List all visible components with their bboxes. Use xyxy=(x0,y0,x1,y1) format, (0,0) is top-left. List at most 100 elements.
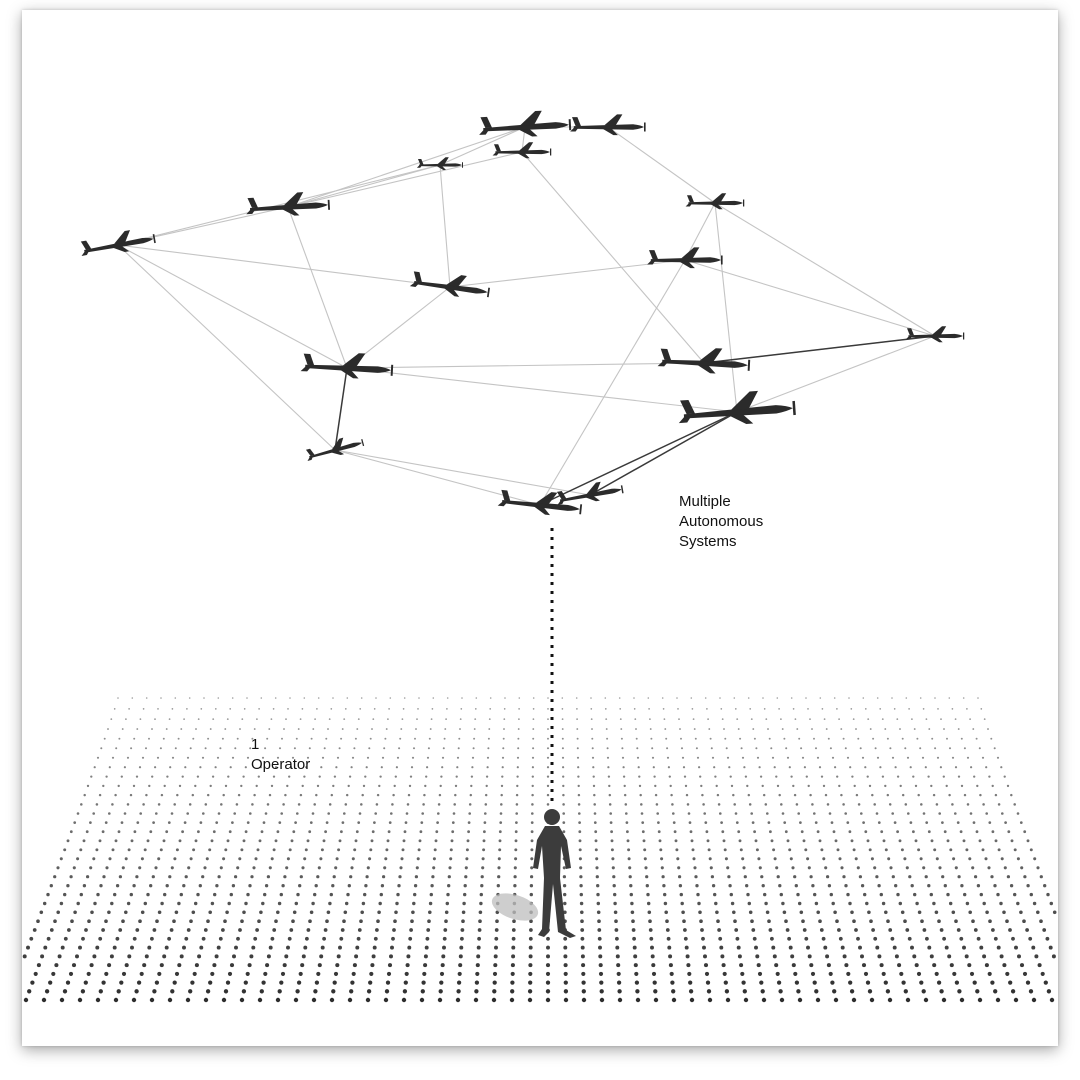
ground-dot xyxy=(752,728,754,730)
ground-dot xyxy=(795,718,797,720)
ground-dot xyxy=(682,919,686,923)
ground-dot xyxy=(464,875,467,878)
ground-dot xyxy=(546,954,550,958)
ground-dot xyxy=(788,848,791,851)
ground-dot xyxy=(189,697,191,699)
ground-dot xyxy=(597,919,601,923)
ground-dot xyxy=(911,718,913,720)
ground-dot xyxy=(577,775,579,777)
ground-dot xyxy=(823,785,825,787)
fixed-wing-drone-icon xyxy=(300,350,393,380)
ground-dot xyxy=(564,998,568,1002)
ground-dot xyxy=(619,697,621,699)
ground-dot xyxy=(313,893,316,896)
ground-dot xyxy=(806,946,810,950)
ground-dot xyxy=(1046,893,1049,896)
ground-dot xyxy=(767,728,769,730)
ground-dot xyxy=(941,875,944,878)
ground-dot xyxy=(494,946,498,950)
ground-dot xyxy=(99,839,102,842)
ground-dot xyxy=(155,812,158,815)
ground-dot xyxy=(970,766,972,768)
ground-dot xyxy=(411,911,415,915)
ground-dot xyxy=(532,738,534,740)
ground-dot xyxy=(811,972,815,976)
ground-dot xyxy=(657,821,660,824)
ground-dot xyxy=(735,812,738,815)
ground-dot xyxy=(36,919,40,923)
ground-dot xyxy=(531,803,534,806)
ground-dot xyxy=(327,812,330,815)
ground-dot xyxy=(367,989,371,993)
ground-dot xyxy=(609,794,611,796)
ground-dot xyxy=(915,839,918,842)
ground-dot xyxy=(171,812,174,815)
ground-dot xyxy=(577,747,579,749)
ground-dot xyxy=(124,911,128,915)
ground-dot xyxy=(1010,884,1013,887)
ground-dot xyxy=(224,848,227,851)
ground-dot xyxy=(359,919,363,923)
tether-dot xyxy=(551,645,554,648)
ground-dot xyxy=(118,830,121,833)
ground-dot xyxy=(850,708,852,710)
ground-dot xyxy=(787,839,790,842)
ground-dot xyxy=(397,884,400,887)
ground-dot xyxy=(830,747,832,749)
ground-dot xyxy=(456,998,460,1002)
tether-dot xyxy=(551,609,554,612)
ground-dot xyxy=(578,794,580,796)
ground-dot xyxy=(215,954,219,958)
ground-dot xyxy=(498,848,501,851)
ground-dot xyxy=(254,728,256,730)
ground-dot xyxy=(942,998,946,1002)
network-link-primary xyxy=(335,368,347,450)
ground-dot xyxy=(605,718,607,720)
ground-dot xyxy=(699,775,701,777)
ground-dot xyxy=(980,708,982,710)
ground-dot xyxy=(578,821,581,824)
ground-dot xyxy=(562,738,564,740)
ground-dot xyxy=(115,747,117,749)
ground-dot xyxy=(673,821,676,824)
ground-dot xyxy=(163,738,165,740)
ground-dot xyxy=(985,766,987,768)
ground-dot xyxy=(405,972,409,976)
ground-dot xyxy=(105,821,108,824)
ground-dot xyxy=(310,911,314,915)
ground-dot xyxy=(899,728,901,730)
ground-dot xyxy=(757,857,760,860)
ground-dot xyxy=(766,812,769,815)
ground-dot xyxy=(723,972,727,976)
ground-dot xyxy=(212,718,214,720)
ground-dot xyxy=(836,708,838,710)
ground-dot xyxy=(86,830,89,833)
ground-dot xyxy=(420,821,423,824)
ground-dot xyxy=(347,697,349,699)
ground-dot xyxy=(730,893,733,896)
ground-dot xyxy=(686,794,688,796)
ground-dot xyxy=(597,928,601,932)
ground-dot xyxy=(462,902,465,905)
ground-dot xyxy=(350,866,353,869)
ground-dot xyxy=(957,875,960,878)
ground-dot xyxy=(177,963,181,967)
ground-dot xyxy=(532,728,534,730)
ground-dot xyxy=(856,937,860,941)
ground-dot xyxy=(672,812,675,815)
tether-dot xyxy=(551,744,554,747)
ground-dot xyxy=(141,911,145,915)
ground-dot xyxy=(289,928,293,932)
ground-dot xyxy=(217,875,220,878)
ground-dot xyxy=(663,708,665,710)
ground-dot xyxy=(711,875,714,878)
ground-dot xyxy=(842,875,845,878)
ground-dot xyxy=(470,794,472,796)
ground-dot xyxy=(53,919,57,923)
ground-dot xyxy=(799,821,802,824)
ground-dot xyxy=(699,919,703,923)
ground-dot xyxy=(877,884,880,887)
ground-dot xyxy=(843,954,847,958)
ground-dot xyxy=(1044,980,1048,984)
ground-dot xyxy=(179,785,181,787)
